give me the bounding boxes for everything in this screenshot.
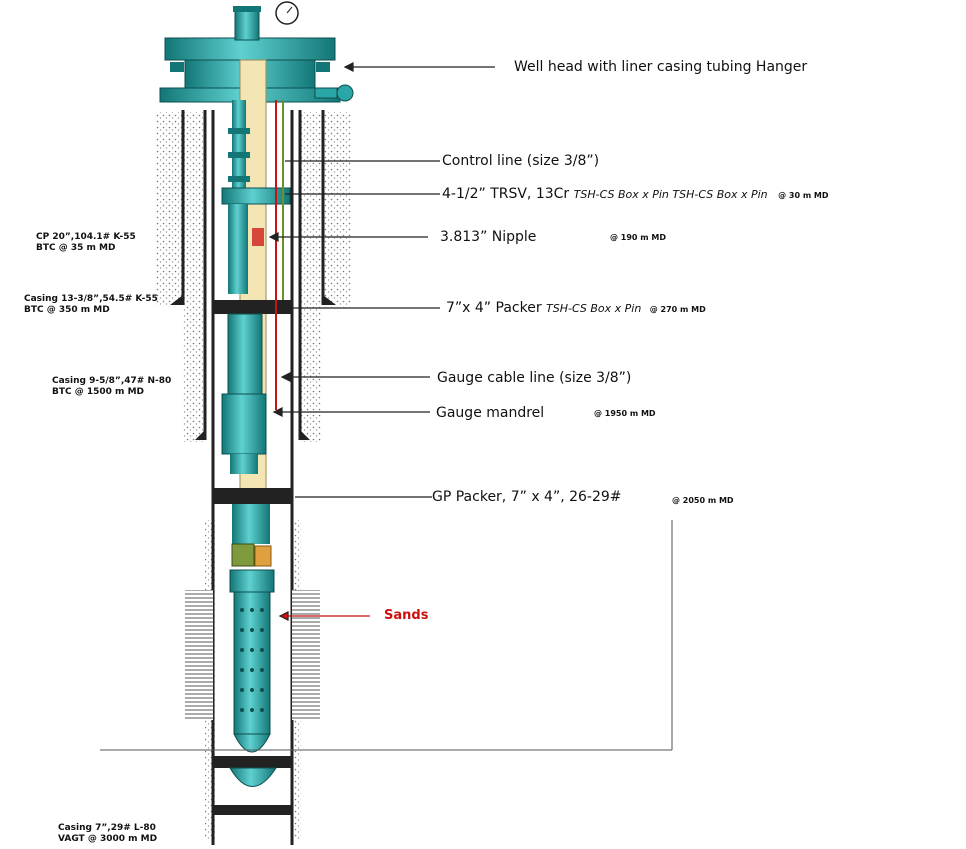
label-control-line: Control line (size 3/8”)	[442, 153, 600, 169]
label-packer-connection: TSH-CS Box x Pin	[546, 302, 642, 315]
sump-packer	[214, 756, 292, 815]
label-cp-casing: CP 20”,104.1# K-55 BTC @ 35 m MD	[36, 232, 136, 254]
label-casing-9-5-8-line2: BTC @ 1500 m MD	[52, 387, 144, 397]
label-casing-13-3-8-line1: Casing 13-3/8”,54.5# K-55	[24, 294, 158, 304]
label-trsv-main: 4-1/2” TRSV, 13Cr	[442, 186, 570, 202]
label-trsv-depth: @ 30 m MD	[778, 191, 829, 200]
label-casing-13-3-8: Casing 13-3/8”,54.5# K-55 BTC @ 350 m MD	[24, 294, 158, 316]
casing-shoes	[170, 295, 336, 440]
label-gauge-cable: Gauge cable line (size 3/8”)	[437, 370, 632, 386]
label-wellhead: Well head with liner casing tubing Hange…	[514, 59, 808, 75]
label-casing-7-line1: Casing 7”,29# L-80	[58, 823, 156, 833]
label-packer-main: 7”x 4” Packer	[446, 300, 542, 316]
label-casing-13-3-8-line2: BTC @ 350 m MD	[24, 305, 110, 315]
label-trsv: 4-1/2” TRSV, 13Cr TSH-CS Box x Pin TSH-C…	[442, 186, 829, 202]
label-packer-depth: @ 270 m MD	[649, 305, 706, 314]
sands-formation	[185, 590, 320, 720]
label-packer: 7”x 4” Packer TSH-CS Box x Pin @ 270 m M…	[446, 300, 706, 316]
label-gp-packer: GP Packer, 7” x 4”, 26-29#	[432, 489, 622, 505]
label-cp-line2: BTC @ 35 m MD	[36, 243, 116, 253]
label-nipple: 3.813” Nipple	[440, 229, 537, 245]
sand-zone-frame	[100, 520, 673, 751]
label-cp-line1: CP 20”,104.1# K-55	[36, 232, 136, 242]
label-casing-7-line2: VAGT @ 3000 m MD	[58, 834, 158, 844]
label-gauge-mandrel-depth: @ 1950 m MD	[594, 409, 656, 418]
casing-strings	[181, 110, 325, 845]
tubing-string	[214, 59, 292, 491]
label-gauge-mandrel: Gauge mandrel	[436, 405, 545, 421]
label-casing-9-5-8-line1: Casing 9-5/8”,47# N-80	[52, 376, 172, 386]
label-sands: Sands	[384, 608, 429, 623]
label-nipple-depth: @ 190 m MD	[610, 233, 666, 242]
label-casing-9-5-8: Casing 9-5/8”,47# N-80 BTC @ 1500 m MD	[52, 376, 171, 398]
gravel-pack-assembly	[214, 488, 292, 753]
label-gp-packer-depth: @ 2050 m MD	[672, 496, 734, 505]
label-trsv-connection: TSH-CS Box x Pin TSH-CS Box x Pin	[573, 188, 768, 201]
callout-lines	[268, 62, 495, 621]
label-casing-7: Casing 7”,29# L-80 VAGT @ 3000 m MD	[58, 823, 157, 845]
